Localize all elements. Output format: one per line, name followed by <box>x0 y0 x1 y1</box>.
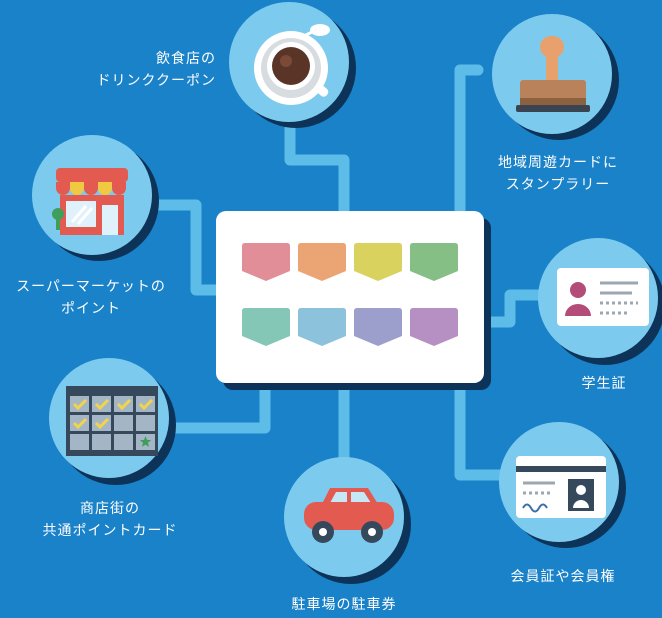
tag-grid <box>242 243 458 346</box>
node-stamp-rally <box>492 14 619 140</box>
point-cell <box>136 415 155 431</box>
label-membership-line1: 会員証や会員権 <box>510 569 616 585</box>
point-cell <box>92 434 111 450</box>
connector-stamp-rally <box>454 64 484 221</box>
car-icon <box>304 488 394 543</box>
connector-membership <box>454 380 506 481</box>
label-shopping-street-line1: 商店街の <box>80 501 140 517</box>
label-supermarket-line1: スーパーマーケットの <box>16 279 166 295</box>
tag-5 <box>242 308 290 346</box>
label-parking-line1: 駐車場の駐車券 <box>291 597 397 613</box>
label-supermarket: スーパーマーケットの ポイント <box>0 276 182 320</box>
node-parking <box>284 457 411 584</box>
rubber-stamp-icon <box>516 36 590 112</box>
label-restaurant-line1: 飲食店の <box>156 51 216 67</box>
connector-restaurant <box>284 112 350 221</box>
tag-6 <box>298 308 346 346</box>
check-icon <box>94 398 110 411</box>
tag-7 <box>354 308 402 346</box>
tag-3 <box>354 243 402 281</box>
label-restaurant-line2: ドリンククーポン <box>96 73 216 89</box>
check-icon <box>116 398 132 411</box>
center-card <box>216 211 491 390</box>
connectors <box>144 64 556 481</box>
label-student-id: 学生証 <box>548 373 660 395</box>
point-cell <box>114 396 133 412</box>
id-card-icon <box>557 268 649 326</box>
coffee-cup-icon <box>254 24 330 105</box>
check-icon <box>72 398 88 411</box>
membership-card-icon <box>516 456 606 518</box>
node-student-id <box>538 238 662 365</box>
label-restaurant: 飲食店の ドリンククーポン <box>97 48 216 92</box>
label-shopping-street: 商店街の 共通ポイントカード <box>10 498 210 542</box>
check-icon <box>94 417 110 430</box>
point-cell <box>114 415 133 431</box>
label-stamp-rally: 地域周遊カードに スタンプラリー <box>468 152 648 196</box>
label-stamp-rally-line2: スタンプラリー <box>505 177 611 193</box>
tag-1 <box>242 243 290 281</box>
label-stamp-rally-line1: 地域周遊カードに <box>498 155 618 171</box>
label-parking: 駐車場の駐車券 <box>254 594 434 616</box>
label-student-id-line1: 学生証 <box>581 376 627 392</box>
connector-shopping-street <box>144 380 271 434</box>
connector-student-id <box>476 289 556 328</box>
label-shopping-street-line2: 共通ポイントカード <box>42 523 178 539</box>
point-cell <box>70 434 89 450</box>
tag-4 <box>410 243 458 281</box>
point-cell <box>92 415 111 431</box>
label-membership: 会員証や会員権 <box>468 566 658 588</box>
star-icon <box>139 436 152 447</box>
storefront-icon <box>52 168 128 235</box>
node-supermarket <box>32 135 159 261</box>
point-cell <box>92 396 111 412</box>
point-cell <box>114 434 133 450</box>
node-membership <box>499 422 626 548</box>
point-cell <box>136 396 155 412</box>
node-shopping-street <box>49 358 176 485</box>
tag-2 <box>298 243 346 281</box>
label-supermarket-line2: ポイント <box>61 301 121 317</box>
connector-supermarket <box>144 199 228 296</box>
point-card-grid-icon <box>66 386 158 456</box>
point-cell <box>70 415 89 431</box>
node-restaurant <box>229 2 356 128</box>
point-cell <box>70 396 89 412</box>
check-icon <box>138 398 154 411</box>
check-icon <box>72 417 88 430</box>
tag-8 <box>410 308 458 346</box>
